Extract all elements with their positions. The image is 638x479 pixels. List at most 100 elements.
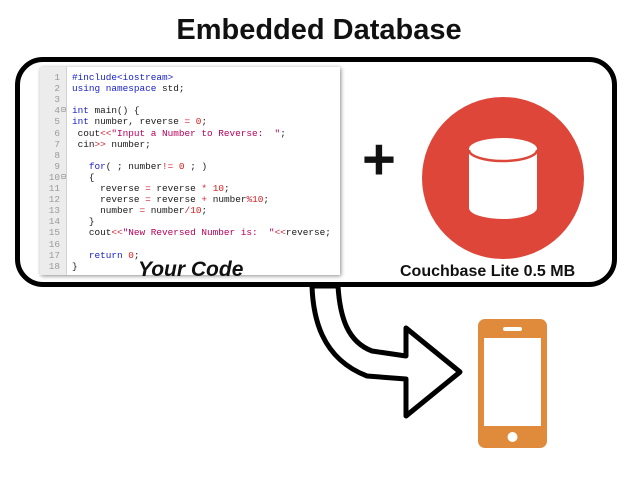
code-token: reverse <box>72 183 146 194</box>
code-token: std; <box>162 83 185 95</box>
code-line: 5 int number, reverse = 0; <box>40 116 340 127</box>
code-token: number, reverse <box>94 116 185 128</box>
code-token: 0 <box>128 249 134 261</box>
code-token: 10 <box>252 194 264 206</box>
code-token: ( ; number <box>105 160 163 172</box>
code-token: for <box>72 160 106 172</box>
database-cylinder-icon <box>422 97 584 259</box>
code-text: #include<iostream> <box>72 72 173 83</box>
code-token: int <box>72 105 95 117</box>
line-number: 16 <box>48 238 60 250</box>
code-line: 2 using namespace std; <box>40 83 340 94</box>
code-line: 17 return 0; <box>40 250 340 261</box>
code-token: "New Reversed Number is: " <box>122 227 275 239</box>
code-token: return <box>72 249 129 261</box>
fold-marker-icon: ⊟ <box>61 172 66 182</box>
code-text: return 0; <box>72 250 140 261</box>
code-text: int main() { <box>72 105 140 116</box>
code-line: 18} <box>40 261 340 272</box>
code-token: << <box>111 227 123 239</box>
code-text: int number, reverse = 0; <box>72 116 207 127</box>
code-token: ; <box>201 116 208 128</box>
line-number: 11 <box>48 183 60 194</box>
code-token: number <box>72 205 140 217</box>
code-token: number <box>150 205 185 217</box>
code-token: cout <box>72 227 112 239</box>
line-number: 17 <box>48 249 60 261</box>
line-number: 1 <box>54 72 60 83</box>
line-number: 6 <box>54 127 60 139</box>
code-token: != <box>162 160 179 172</box>
code-text: reverse = reverse * 10; <box>72 183 230 194</box>
code-line: 12 reverse = reverse + number%10; <box>40 194 340 205</box>
code-token: #include<iostream> <box>72 72 174 83</box>
diagram-title: Embedded Database <box>176 14 462 46</box>
code-line: 10⊟ { <box>40 172 340 183</box>
code-token: = <box>145 194 157 206</box>
code-text: { <box>72 172 95 183</box>
line-number: 15 <box>48 227 60 239</box>
code-panel: 1 #include<iostream> 2 using namespace std;… <box>40 67 340 275</box>
line-number: 9 <box>54 160 60 172</box>
code-token: 0 <box>195 116 202 128</box>
code-text: } <box>72 261 78 272</box>
code-token: number; <box>111 138 151 150</box>
code-text: for( ; number!= 0 ; ) <box>72 161 207 172</box>
code-line: 11 reverse = reverse * 10; <box>40 183 340 194</box>
code-token: >> <box>94 138 112 150</box>
code-line: 8 <box>40 150 340 161</box>
code-text: reverse = reverse + number%10; <box>72 194 269 205</box>
fold-marker-icon: ⊟ <box>61 106 66 116</box>
line-number: 12 <box>48 194 60 206</box>
line-number-gutter <box>40 67 67 275</box>
plus-sign: + <box>362 127 396 192</box>
line-number: 8 <box>54 149 60 161</box>
code-token: cin <box>72 138 95 150</box>
code-token: ; <box>201 205 208 217</box>
code-token: / <box>184 205 191 217</box>
your-code-caption: Your Code <box>138 258 244 281</box>
line-number: 18 <box>48 260 60 272</box>
code-token: ; <box>280 127 286 139</box>
code-token: = <box>145 183 157 194</box>
code-text: cout<<"Input a Number to Reverse: "; <box>72 128 286 139</box>
code-token: << <box>274 227 286 239</box>
code-token: "Input a Number to Reverse: " <box>111 127 281 139</box>
code-token: % <box>246 194 253 206</box>
code-token: = <box>184 116 196 128</box>
code-token: cout <box>72 127 101 139</box>
code-line: 15 cout<<"New Reversed Number is: "<<rev… <box>40 227 340 238</box>
code-line: 7 cin>> number; <box>40 139 340 150</box>
code-token: ; <box>133 249 140 261</box>
code-token: = <box>139 205 151 217</box>
code-line: 16 <box>40 239 340 250</box>
line-number: 14 <box>48 216 60 228</box>
code-token: 10 <box>212 183 224 194</box>
code-token: } <box>72 260 78 272</box>
code-token: reverse; <box>285 227 331 239</box>
code-token: } <box>72 216 95 228</box>
line-number: 2 <box>54 83 60 95</box>
code-token: reverse <box>156 183 202 194</box>
code-line: 13 number = number/10; <box>40 205 340 216</box>
code-token: { <box>72 171 95 183</box>
code-token: << <box>100 127 112 139</box>
code-line: 1 #include<iostream> <box>40 72 340 83</box>
code-token: int <box>72 116 95 128</box>
code-line: 6 cout<<"Input a Number to Reverse: "; <box>40 128 340 139</box>
code-text: number = number/10; <box>72 205 207 216</box>
line-number: 7 <box>54 138 60 150</box>
code-token: using namespace <box>72 83 163 95</box>
code-token: + <box>201 194 213 206</box>
code-line: 14 } <box>40 216 340 227</box>
database-label: Couchbase Lite 0.5 MB <box>400 263 576 280</box>
code-token: reverse <box>72 194 146 206</box>
curved-arrow-icon <box>309 283 463 419</box>
code-text: cin>> number; <box>72 139 151 150</box>
code-token: ; <box>223 183 230 194</box>
line-number: 5 <box>54 116 60 128</box>
code-text: using namespace std; <box>72 83 185 94</box>
code-text: cout<<"New Reversed Number is: "<<revers… <box>72 227 331 238</box>
line-number: 4 <box>54 105 60 117</box>
